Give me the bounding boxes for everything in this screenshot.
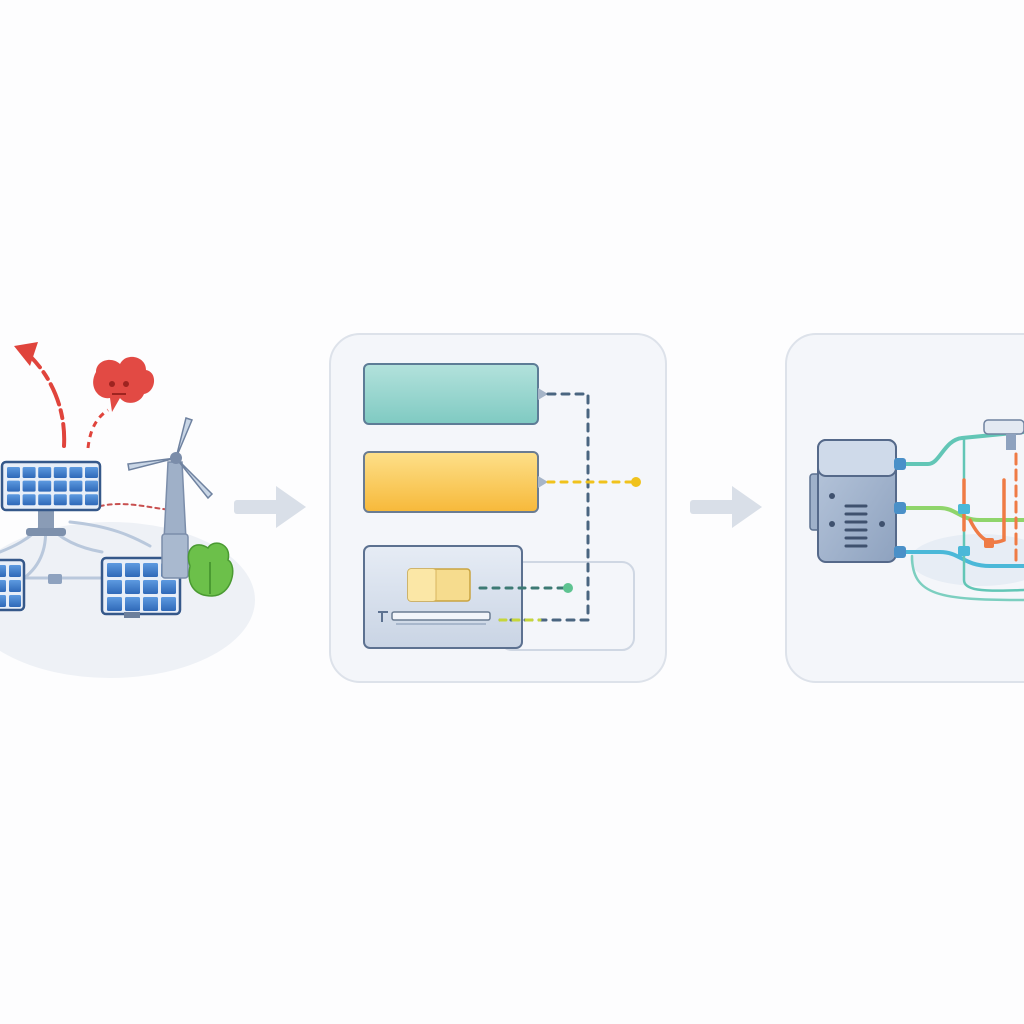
cable-connector	[48, 574, 62, 584]
pipe-network-icon	[894, 430, 1024, 602]
solar-cell	[143, 597, 158, 611]
solar-cell	[143, 563, 158, 577]
solar-cell	[38, 467, 52, 478]
solar-cell	[53, 494, 67, 506]
solar-cell	[38, 494, 52, 506]
solar-panel-icon	[100, 556, 182, 618]
solar-cell	[69, 467, 83, 478]
solar-cell	[22, 480, 36, 492]
solar-cell	[125, 580, 140, 594]
stage-storage	[329, 333, 667, 683]
warning-arrow-icon	[14, 342, 109, 449]
flow-arrow-icon	[690, 486, 762, 528]
solar-cell	[161, 597, 176, 611]
solar-cell	[107, 597, 122, 611]
solar-cell	[0, 565, 6, 577]
stage-sources	[0, 342, 255, 678]
battery-bar-icon	[363, 451, 548, 513]
solar-cell	[69, 494, 83, 506]
solar-cell	[0, 580, 6, 592]
solar-cell	[9, 595, 21, 607]
converter-box-icon	[809, 439, 906, 563]
solar-cell	[53, 480, 67, 492]
battery-bar-icon	[363, 363, 548, 425]
solar-cell	[7, 494, 20, 506]
flow-arrow-icon	[234, 486, 306, 528]
solar-cell	[9, 580, 21, 592]
connector-node	[631, 477, 641, 487]
solar-cell	[69, 480, 83, 492]
solar-panel-icon	[0, 460, 102, 536]
solar-cell	[7, 480, 20, 492]
solar-cell	[107, 580, 122, 594]
solar-cell	[38, 480, 52, 492]
solar-cell	[0, 595, 6, 607]
solar-cell	[22, 467, 36, 478]
solar-cell	[7, 467, 20, 478]
emission-cloud-icon	[93, 356, 155, 412]
stage-distribution	[785, 333, 1024, 683]
solar-cell	[85, 494, 98, 506]
solar-cell	[85, 467, 98, 478]
plant-icon	[187, 542, 234, 597]
control-unit-icon	[363, 545, 635, 651]
solar-panel-icon	[0, 558, 26, 612]
solar-cell	[22, 494, 36, 506]
solar-cell	[53, 467, 67, 478]
solar-cell	[143, 580, 158, 594]
solar-cell	[85, 480, 98, 492]
solar-cell	[125, 597, 140, 611]
solar-cell	[161, 580, 176, 594]
solar-cell	[107, 563, 122, 577]
pipe-valve-icon	[958, 419, 1024, 556]
solar-cell	[9, 565, 21, 577]
connector-node	[563, 583, 573, 593]
dashed-connectors	[478, 392, 636, 622]
wind-turbine-icon	[127, 417, 214, 579]
solar-cell	[125, 563, 140, 577]
